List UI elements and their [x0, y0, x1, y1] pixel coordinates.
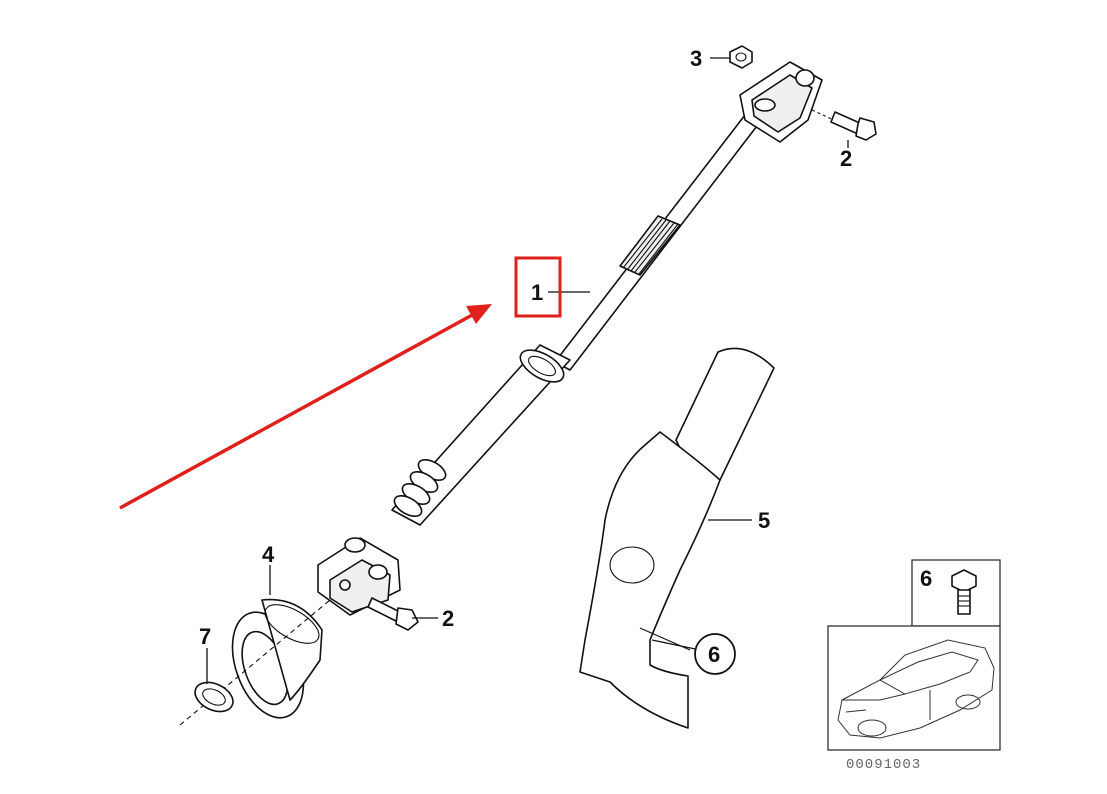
inset-car-box	[827, 625, 1001, 751]
callout-1: 1	[531, 280, 543, 305]
callout-7: 7	[199, 624, 211, 649]
callout-2-top: 2	[840, 146, 852, 171]
corrugated-section	[393, 458, 447, 518]
callout-6-circle-label: 6	[708, 642, 720, 667]
lower-universal-joint	[317, 537, 401, 616]
callout-4: 4	[262, 542, 275, 567]
red-arrow	[119, 304, 492, 510]
ring-7	[194, 681, 234, 713]
inset-panel: 6 00091003	[827, 559, 1001, 773]
inset-bolt-icon	[951, 569, 977, 615]
nut-3	[729, 45, 753, 69]
steering-shaft	[317, 61, 823, 616]
car-icon	[837, 639, 995, 739]
reference-number: 00091003	[846, 757, 921, 773]
cover-5	[579, 347, 775, 729]
callout-5: 5	[758, 508, 770, 533]
shaft-ring	[519, 349, 565, 383]
seal-4	[231, 598, 323, 719]
upper-universal-joint	[739, 61, 823, 143]
inset-bolt-box	[911, 559, 1001, 627]
callout-2-bottom: 2	[442, 606, 454, 631]
highlight-box	[514, 256, 562, 318]
inset-callout-6: 6	[920, 566, 932, 591]
callout-3: 3	[690, 46, 702, 71]
bolt-top	[811, 109, 877, 141]
axis-line	[179, 599, 331, 726]
callout-6-circle	[694, 633, 736, 675]
leader-lines	[206, 57, 849, 684]
spline-lines	[622, 218, 679, 275]
bolt-bottom	[367, 597, 419, 631]
